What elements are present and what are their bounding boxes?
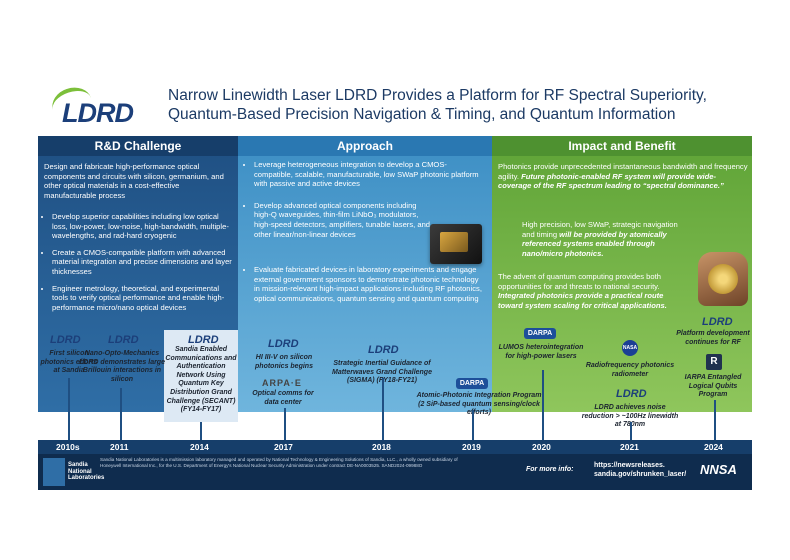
- milestone-2024-iarpa: IARPA Entangled Logical Qubits Program: [684, 374, 742, 399]
- wafer-icon: [708, 264, 738, 294]
- more-info-link[interactable]: https://newsreleases. sandia.gov/shrunke…: [594, 462, 687, 478]
- milestone-2024-platform: Platform development continues for RF: [676, 330, 750, 346]
- ldrd-logo-small: LDRD: [188, 334, 219, 346]
- impact-heading: Impact and Benefit: [492, 136, 752, 156]
- approach-bullet: Evaluate fabricated devices in laborator…: [254, 265, 484, 303]
- ldrd-logo-small: LDRD: [268, 338, 299, 350]
- logo-text: LDRD: [62, 98, 134, 128]
- approach-heading: Approach: [238, 136, 492, 156]
- approach-bullet: Develop advanced optical components incl…: [254, 201, 434, 239]
- year-label: 2011: [110, 442, 129, 452]
- iarpa-logo: R: [706, 354, 722, 370]
- ldrd-logo: LDRD: [48, 82, 134, 132]
- timeline-stem: [714, 400, 716, 440]
- footer-fine-print: Sandia National Laboratories is a multim…: [100, 457, 458, 468]
- approach-bullet-list: Leverage heterogeneous integration to de…: [244, 160, 484, 311]
- approach-bullet: Leverage heterogeneous integration to de…: [254, 160, 484, 189]
- timeline-stem: [284, 408, 286, 440]
- impact-paragraph-1: Photonics provide unprecedented instanta…: [498, 162, 748, 191]
- more-info-label: For more info:: [526, 466, 574, 473]
- nasa-logo: NASA: [622, 340, 638, 356]
- rd-bullet: Engineer metrology, theoretical, and exp…: [52, 284, 232, 313]
- year-label: 2021: [620, 442, 639, 452]
- rd-challenge-column: R&D Challenge Design and fabricate high-…: [38, 136, 238, 412]
- rd-challenge-heading: R&D Challenge: [38, 136, 238, 156]
- timeline-stem: [200, 422, 202, 440]
- darpa-logo: DARPA: [456, 378, 488, 389]
- year-label: 2017: [274, 442, 293, 452]
- year-label: 2018: [372, 442, 391, 452]
- rd-bullet: Create a CMOS-compatible platform with a…: [52, 248, 232, 277]
- timeline-stem: [120, 388, 122, 440]
- sandia-name: Sandia National Laboratories: [68, 462, 105, 482]
- ldrd-logo-small: LDRD: [50, 334, 81, 346]
- year-label: 2020: [532, 442, 551, 452]
- timeline-year-bar: 2010s 2011 2014 2017 2018 2019 2020 2021…: [38, 440, 752, 454]
- impact-p2-emphasis: will be provided by atomically reference…: [522, 229, 667, 258]
- photonic-chip-image: [430, 224, 482, 264]
- page-title: Narrow Linewidth Laser LDRD Provides a P…: [168, 86, 738, 124]
- impact-paragraph-2: High precision, low SWaP, strategic navi…: [522, 220, 684, 258]
- milestone-2018: Strategic Inertial Guidance of Matterwav…: [332, 360, 432, 385]
- rd-bullet: Develop superior capabilities including …: [52, 212, 232, 241]
- milestone-2014: Sandia Enabled Communications and Authen…: [165, 346, 237, 414]
- rd-bullet-list: Develop superior capabilities including …: [42, 212, 232, 319]
- milestone-2010s: First silicon photonics efforts at Sandi…: [40, 350, 98, 375]
- ldrd-logo-small: LDRD: [702, 316, 733, 328]
- impact-p1-emphasis: Future photonic-enabled RF system will p…: [498, 171, 724, 191]
- impact-p2-text: High precision, low SWaP, strategic navi…: [522, 220, 678, 239]
- timeline-stem: [472, 410, 474, 440]
- ldrd-logo-small: LDRD: [108, 334, 139, 346]
- arpa-e-logo: ARPA·E: [262, 378, 302, 388]
- impact-paragraph-3: The advent of quantum computing provides…: [498, 272, 688, 310]
- impact-p3-text: The advent of quantum computing provides…: [498, 272, 661, 291]
- approach-column: Approach Leverage heterogeneous integrat…: [238, 136, 492, 412]
- milestone-2021-radiometer: Radiofrequency photonics radiometer: [585, 362, 675, 378]
- year-label: 2014: [190, 442, 209, 452]
- nnsa-logo: NNSA: [700, 462, 737, 477]
- year-label: 2019: [462, 442, 481, 452]
- year-label: 2024: [704, 442, 723, 452]
- timeline-stem: [630, 422, 632, 440]
- hand-holding-wafer-image: [698, 252, 748, 306]
- sandia-logo-icon: [43, 458, 65, 486]
- darpa-logo: DARPA: [524, 328, 556, 339]
- year-label: 2010s: [56, 442, 80, 452]
- ldrd-logo-small: LDRD: [368, 344, 399, 356]
- title-line-2: Quantum-Based Precision Navigation & Tim…: [168, 106, 676, 123]
- ldrd-logo-small: LDRD: [616, 388, 647, 400]
- timeline-stem: [68, 378, 70, 440]
- milestone-2020: LUMOS heterointegration for high-power l…: [498, 344, 584, 360]
- footer: Sandia National Laboratories Sandia Nati…: [38, 454, 752, 490]
- milestone-2019: Atomic-Photonic Integration Program (2 S…: [416, 392, 542, 417]
- impact-p1-text: Photonics provide unprecedented instanta…: [498, 162, 748, 181]
- title-line-1: Narrow Linewidth Laser LDRD Provides a P…: [168, 87, 707, 104]
- rd-intro: Design and fabricate high-performance op…: [44, 162, 224, 200]
- timeline-stem: [382, 378, 384, 440]
- impact-p3-emphasis: Integrated photonics provide a practical…: [498, 291, 667, 310]
- milestone-2021-noise: LDRD achieves noise reduction > ~100Hz l…: [581, 404, 679, 429]
- milestone-2017-optical-comms: Optical comms for data center: [252, 390, 314, 406]
- milestone-2011: Nano-Opto-Mechanics LDRD demonstrates la…: [79, 350, 165, 383]
- timeline-stem: [542, 370, 544, 440]
- milestone-2017-hi-iii-v: HI III-V on silicon photonics begins: [255, 354, 313, 370]
- secant-highlight: [164, 330, 238, 422]
- slide: LDRD Narrow Linewidth Laser LDRD Provide…: [38, 72, 752, 490]
